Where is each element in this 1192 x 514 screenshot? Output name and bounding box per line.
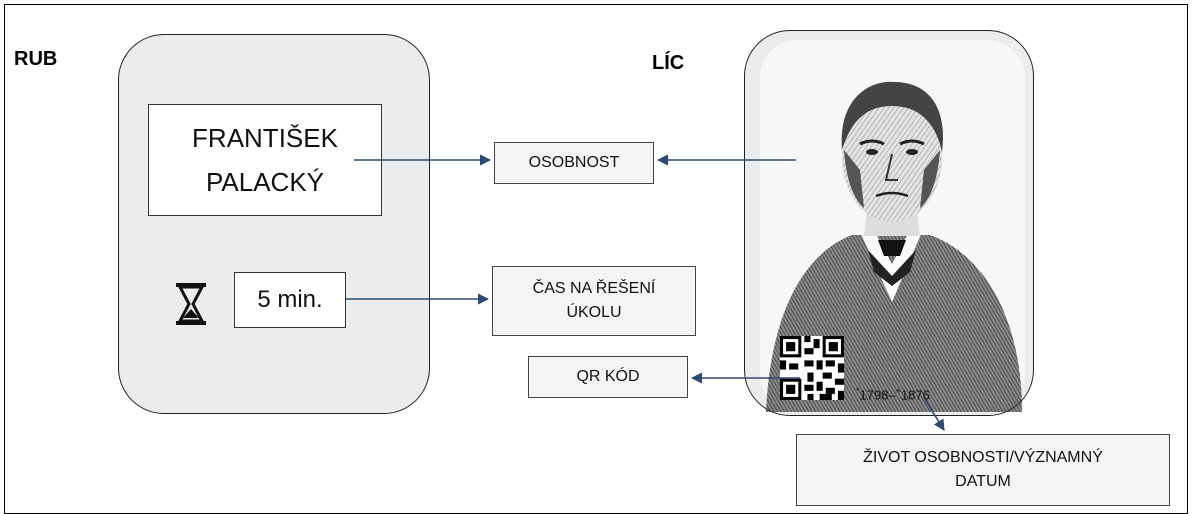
callout-life-line-2: DATUM xyxy=(955,473,1011,490)
back-side-label: RUB xyxy=(14,48,58,70)
hourglass-icon xyxy=(176,283,206,325)
callout-life: ŽIVOT OSOBNOSTI/VÝZNAMNÝ DATUM xyxy=(796,434,1170,506)
name-line-1: FRANTIŠEK xyxy=(192,123,338,153)
back-card xyxy=(118,34,430,414)
date-separator: – xyxy=(888,387,896,403)
birth-mark: * xyxy=(856,386,860,396)
front-side-label: LÍC xyxy=(652,52,685,74)
birth-year: 1798 xyxy=(859,387,889,403)
callout-life-line-1: ŽIVOT OSOBNOSTI/VÝZNAMNÝ xyxy=(863,449,1103,466)
qr-code-icon xyxy=(780,336,844,400)
time-box: 5 min. xyxy=(234,272,346,328)
death-mark: + xyxy=(895,386,901,396)
callout-qr: QR KÓD xyxy=(528,356,688,398)
callout-time: ČAS NA ŘEŠENÍ ÚKOLU xyxy=(492,266,696,336)
callout-time-line-2: ÚKOLU xyxy=(566,304,622,321)
death-year: 1876 xyxy=(900,387,930,403)
callout-time-line-1: ČAS NA ŘEŠENÍ xyxy=(532,280,656,297)
name-line-2: PALACKÝ xyxy=(205,167,324,197)
arrow-dates-to-life xyxy=(923,397,945,431)
callout-person: OSOBNOST xyxy=(494,142,654,184)
life-dates: *1798–+1876 xyxy=(856,386,930,402)
